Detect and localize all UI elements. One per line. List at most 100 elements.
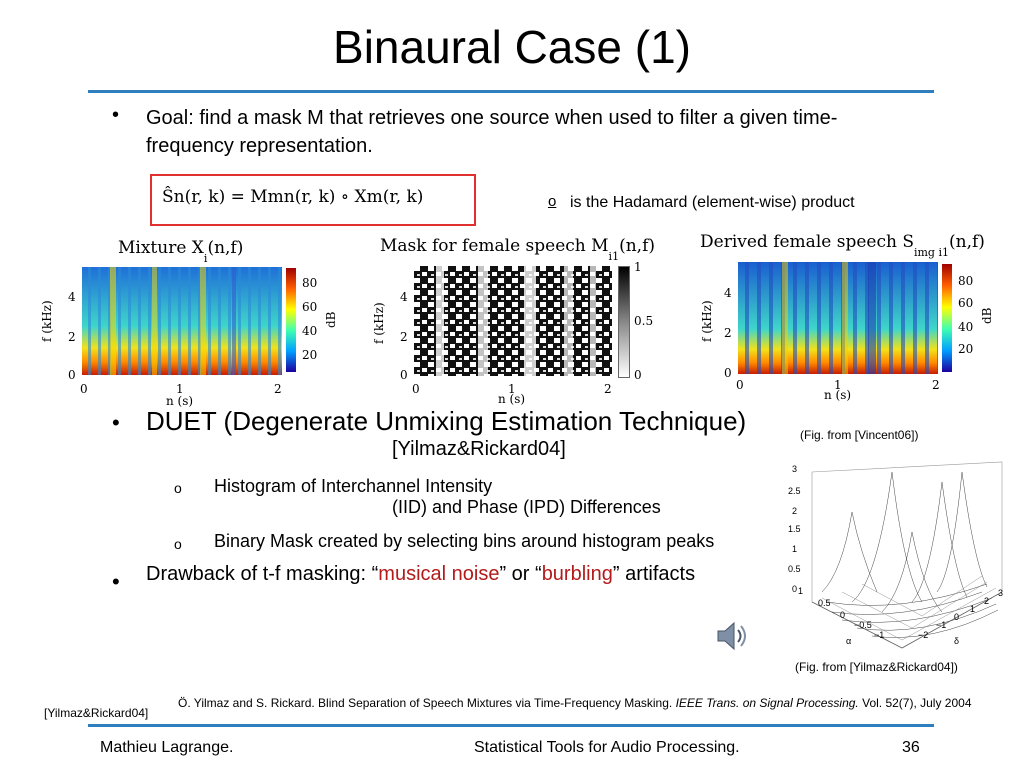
mask-figure: Mask for female speech Mi1(n,f) f (kHz) … bbox=[370, 232, 670, 412]
speaker-icon[interactable] bbox=[714, 618, 750, 654]
hist-alpha-label: α bbox=[846, 636, 852, 646]
caption-yilmaz: (Fig. from [Yilmaz&Rickard04]) bbox=[795, 660, 958, 674]
hist-alpha-tick: −0.5 bbox=[854, 620, 872, 630]
equation-box bbox=[150, 174, 476, 226]
mixture-spectrogram-image bbox=[82, 267, 282, 375]
mixture-cbar-tick: 20 bbox=[302, 348, 318, 362]
mixture-cbar-tick: 60 bbox=[302, 300, 318, 314]
hist-alpha-tick: 0.5 bbox=[818, 598, 831, 608]
hist-alpha-tick: 0 bbox=[840, 610, 846, 620]
footer-author: Mathieu Lagrange. bbox=[100, 739, 234, 756]
mask-ylabel: f (kHz) bbox=[372, 302, 386, 344]
mask-image bbox=[414, 266, 612, 376]
duet-bullet: • bbox=[112, 410, 120, 435]
mask-bullet: o bbox=[174, 536, 182, 552]
citation-tag: [Yilmaz&Rickard04] bbox=[44, 706, 149, 720]
mask-ytick: 0 bbox=[400, 368, 408, 382]
derived-ytick: 0 bbox=[724, 366, 732, 380]
hist-bullet: o bbox=[174, 480, 182, 496]
derived-colorbar bbox=[942, 264, 952, 372]
hist-ztick: 2 bbox=[792, 506, 798, 516]
drawback-text: Drawback of t-f masking: “musical noise”… bbox=[146, 563, 696, 585]
derived-ytick: 2 bbox=[724, 326, 732, 340]
equation: Ŝn(r, k) = Mmn(r, k) ∘ Xm(r, k) bbox=[162, 187, 424, 207]
hist-alpha-tick: −1 bbox=[874, 630, 885, 640]
derived-title: Derived female speech Simg i1(n,f) bbox=[700, 232, 985, 259]
mixture-title: Mixture Xi(n,f) bbox=[118, 238, 244, 265]
mask-title: Mask for female speech Mi1(n,f) bbox=[380, 236, 655, 263]
mask-colorbar bbox=[618, 266, 630, 378]
derived-cbar-label: dB bbox=[980, 307, 994, 325]
hist-delta-tick: 2 bbox=[984, 596, 990, 606]
hist-delta-tick: 3 bbox=[998, 588, 1004, 598]
burbling: burbling bbox=[541, 563, 613, 585]
hist-delta-tick: −1 bbox=[936, 620, 947, 630]
histogram-plot bbox=[811, 461, 1003, 649]
mixture-ytick: 2 bbox=[68, 330, 76, 344]
hadamard-text: is the Hadamard (element-wise) product bbox=[570, 194, 855, 211]
hist-ztick: 0 bbox=[792, 584, 798, 594]
mask-pattern bbox=[414, 266, 612, 376]
mask-xtick: 1 bbox=[508, 382, 516, 396]
histogram-figure: 3 2.5 2 1.5 1 0.5 0 1 0.5 0 −0.5 −1 α −2… bbox=[782, 452, 1012, 652]
drawback-bullet: • bbox=[112, 569, 120, 594]
mixture-spectrogram bbox=[82, 267, 282, 375]
derived-xtick: 0 bbox=[736, 378, 744, 392]
hist-ztick: 1 bbox=[792, 544, 798, 554]
mixture-cbar-label: dB bbox=[324, 311, 338, 329]
mask-cbar-tick: 0 bbox=[634, 368, 642, 382]
hist-ztick: 0.5 bbox=[788, 564, 801, 574]
title-rule bbox=[88, 90, 934, 93]
hist-delta-label: δ bbox=[954, 636, 960, 646]
mask-cbar-tick: 1 bbox=[634, 260, 642, 274]
slide-title: Binaural Case (1) bbox=[333, 21, 691, 73]
mixture-cbar-tick: 80 bbox=[302, 276, 318, 290]
mixture-ytick: 0 bbox=[68, 368, 76, 382]
musical-noise: musical noise bbox=[378, 563, 500, 585]
derived-ytick: 4 bbox=[724, 286, 732, 300]
caption-vincent: (Fig. from [Vincent06]) bbox=[800, 428, 919, 442]
goal-bullet: • bbox=[112, 104, 120, 126]
mixture-figure: Mixture Xi(n,f) f bbox=[40, 232, 340, 412]
hist-alpha-tick: 1 bbox=[798, 586, 804, 596]
mixture-cbar-tick: 40 bbox=[302, 324, 318, 338]
footer-course: Statistical Tools for Audio Processing. bbox=[474, 739, 740, 756]
derived-cbar-tick: 80 bbox=[958, 274, 974, 288]
mask-xlabel: n (s) bbox=[498, 392, 526, 406]
derived-xtick: 2 bbox=[932, 378, 940, 392]
hist-ztick: 3 bbox=[792, 464, 798, 474]
mixture-colorbar bbox=[286, 268, 296, 372]
hist-ztick: 2.5 bbox=[788, 486, 801, 496]
page-number: 36 bbox=[902, 739, 920, 756]
derived-spectrogram bbox=[738, 262, 938, 374]
hist-text-line2: (IID) and Phase (IPD) Differences bbox=[392, 497, 661, 517]
mixture-xtick: 2 bbox=[274, 382, 282, 396]
hist-text-line1: Histogram of Interchannel Intensity bbox=[214, 476, 493, 496]
mixture-xtick: 1 bbox=[176, 382, 184, 396]
mask-text: Binary Mask created by selecting bins ar… bbox=[214, 531, 715, 551]
derived-xtick: 1 bbox=[834, 378, 842, 392]
mask-ytick: 2 bbox=[400, 330, 408, 344]
hist-delta-tick: −2 bbox=[918, 630, 929, 640]
hist-delta-tick: 0 bbox=[954, 612, 960, 622]
hist-ztick: 1.5 bbox=[788, 524, 801, 534]
mask-xtick: 2 bbox=[604, 382, 612, 396]
hist-delta-tick: 1 bbox=[970, 604, 976, 614]
mixture-xtick: 0 bbox=[80, 382, 88, 396]
mask-cbar-tick: 0.5 bbox=[634, 314, 654, 328]
derived-spectrogram-image bbox=[738, 262, 938, 374]
derived-figure: Derived female speech Simg i1(n,f) bbox=[698, 232, 1018, 412]
citation-text: Ö. Yilmaz and S. Rickard. Blind Separati… bbox=[178, 696, 972, 710]
mixture-ylabel: f (kHz) bbox=[40, 300, 54, 342]
derived-cbar-tick: 60 bbox=[958, 296, 974, 310]
mask-ytick: 4 bbox=[400, 290, 408, 304]
mixture-xlabel: n (s) bbox=[166, 394, 194, 408]
mixture-ytick: 4 bbox=[68, 290, 76, 304]
duet-text: DUET (Degenerate Unmixing Estimation Tec… bbox=[146, 406, 747, 436]
duet-ref: [Yilmaz&Rickard04] bbox=[392, 438, 566, 460]
derived-xlabel: n (s) bbox=[824, 388, 852, 402]
derived-cbar-tick: 20 bbox=[958, 342, 974, 356]
derived-ylabel: f (kHz) bbox=[700, 300, 714, 342]
derived-cbar-tick: 40 bbox=[958, 320, 974, 334]
mask-xtick: 0 bbox=[412, 382, 420, 396]
